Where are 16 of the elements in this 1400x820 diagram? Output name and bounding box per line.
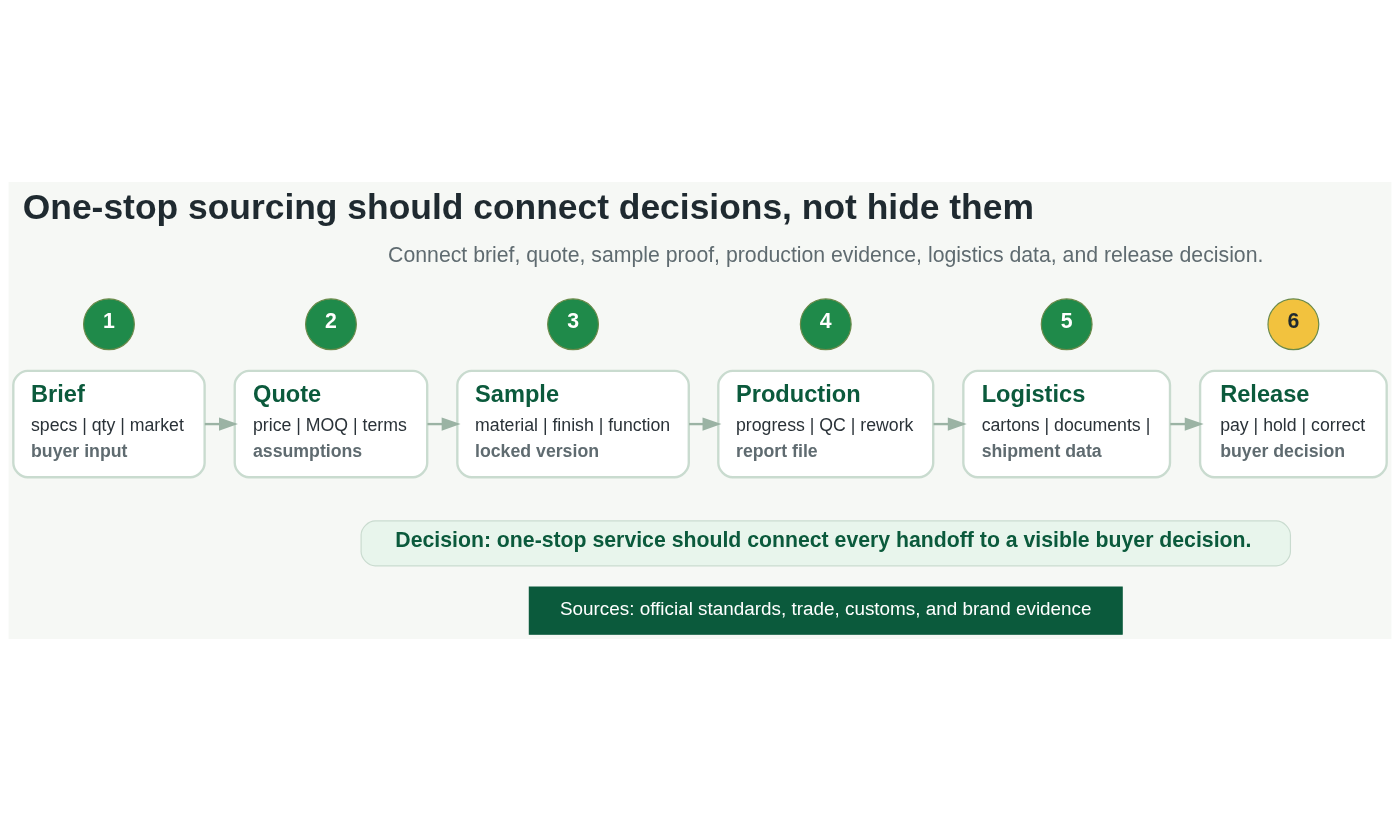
node-circle: 3 bbox=[547, 297, 600, 350]
diagram-title: One-stop sourcing should connect decisions, not hide them bbox=[22, 186, 1034, 227]
node-circle: 4 bbox=[799, 297, 852, 350]
node-box: Quote price | MOQ | terms assumptions bbox=[233, 369, 429, 478]
node-box: Release pay | hold | correct buyer decision bbox=[1198, 369, 1388, 478]
node-circle: 5 bbox=[1040, 297, 1093, 350]
label: Connect brief, quote, sample proof, production evidence, logistics data, and release decision. bbox=[388, 242, 1264, 267]
node-box: Production progress | QC | rework report file bbox=[717, 369, 935, 478]
node-box: Logistics cartons | documents | shipment data bbox=[962, 369, 1172, 478]
node-circle: 2 bbox=[305, 297, 357, 350]
node-box: Sample material | finish | function locked version bbox=[456, 369, 690, 478]
node-box: Brief specs | qty | market buyer input bbox=[12, 369, 206, 478]
label: Sources: official standards, trade, customs, and brand evidence bbox=[559, 597, 1092, 619]
node-circle: 1 bbox=[83, 297, 135, 350]
node-circle: 6 bbox=[1267, 297, 1320, 350]
node-box: Decision: one-stop service should connect every handoff to a visible buyer decision. bbox=[360, 519, 1292, 566]
